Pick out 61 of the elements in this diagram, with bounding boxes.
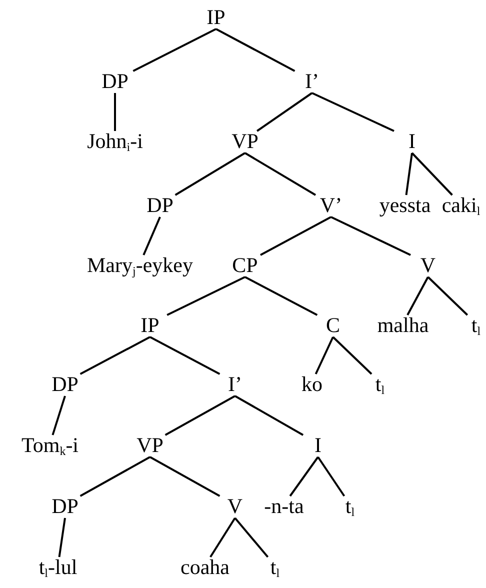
tree-node-label: I’ [305, 70, 319, 92]
tree-node-label: malha [377, 314, 429, 336]
tree-branch-line [174, 152, 246, 196]
tree-branch-line [330, 216, 411, 256]
tree-node-label: CP [232, 254, 258, 276]
tree-node-label: coaha [180, 556, 230, 578]
tree-branch-line [234, 395, 304, 436]
tree-branch-line [52, 396, 66, 436]
tree-node-label: V [227, 495, 243, 517]
tree-branch-line [244, 276, 318, 316]
tree-node-label: V [420, 254, 436, 276]
tree-node-label: ko [302, 373, 322, 395]
tree-branch-line [312, 92, 394, 132]
tree-branch-line [80, 456, 150, 497]
tree-node-label: t$_{l}$ [375, 373, 385, 395]
tree-node-label: John$_{i}$-i [87, 130, 143, 152]
tree-node-label: t$_{l}$ [270, 556, 280, 578]
tree-branch-line [260, 216, 332, 256]
tree-node-label: t$_{l}$-lul [38, 556, 78, 578]
tree-branch-line [314, 336, 334, 374]
tree-branch-line [411, 152, 453, 196]
tree-node-label: IP [206, 6, 226, 28]
tree-branch-line [256, 92, 313, 132]
tree-branch-line [114, 93, 116, 131]
tree-branch-line [216, 28, 296, 72]
tree-branch-line [150, 456, 220, 497]
tree-node-label: V’ [320, 194, 342, 216]
tree-node-label: I [408, 130, 416, 152]
tree-branch-line [427, 276, 468, 316]
tree-branch-line [406, 276, 429, 316]
tree-node-label: DP [52, 495, 78, 517]
tree-branch-line [58, 518, 66, 558]
tree-node-label: DP [102, 70, 128, 92]
tree-node-label: VP [136, 434, 164, 456]
tree-node-label: t$_{l}$ [471, 314, 481, 336]
tree-branch-line [244, 152, 316, 196]
tree-node-label: DP [146, 194, 174, 216]
tree-branch-line [234, 517, 269, 558]
tree-branch-line [164, 395, 236, 436]
tree-branch-line [405, 152, 413, 196]
tree-branch-line [289, 456, 319, 497]
tree-node-label: -n-ta [264, 495, 304, 517]
tree-node-label: I [314, 434, 322, 456]
tree-branch-line [132, 28, 216, 72]
tree-node-label: Tom$_{k}$-i [21, 434, 79, 456]
tree-node-label: I’ [228, 373, 242, 395]
tree-node-label: IP [140, 314, 160, 336]
tree-branch-line [150, 336, 220, 375]
tree-branch-line [80, 336, 150, 375]
tree-node-label: Mary$_{j}$-eykey [87, 254, 193, 276]
tree-branch-line [210, 517, 236, 558]
tree-node-label: DP [52, 373, 78, 395]
tree-node-label: C [326, 314, 340, 336]
tree-node-label: VP [232, 130, 258, 152]
tree-node-label: caki$_{l}$ [442, 194, 480, 216]
tree-branch-line [317, 456, 346, 497]
tree-branch-line [166, 276, 246, 316]
tree-node-label: t$_{l}$ [345, 495, 355, 517]
tree-branch-line [332, 336, 372, 375]
tree-node-label: yessta [379, 194, 431, 216]
tree-branch-line [142, 216, 161, 256]
